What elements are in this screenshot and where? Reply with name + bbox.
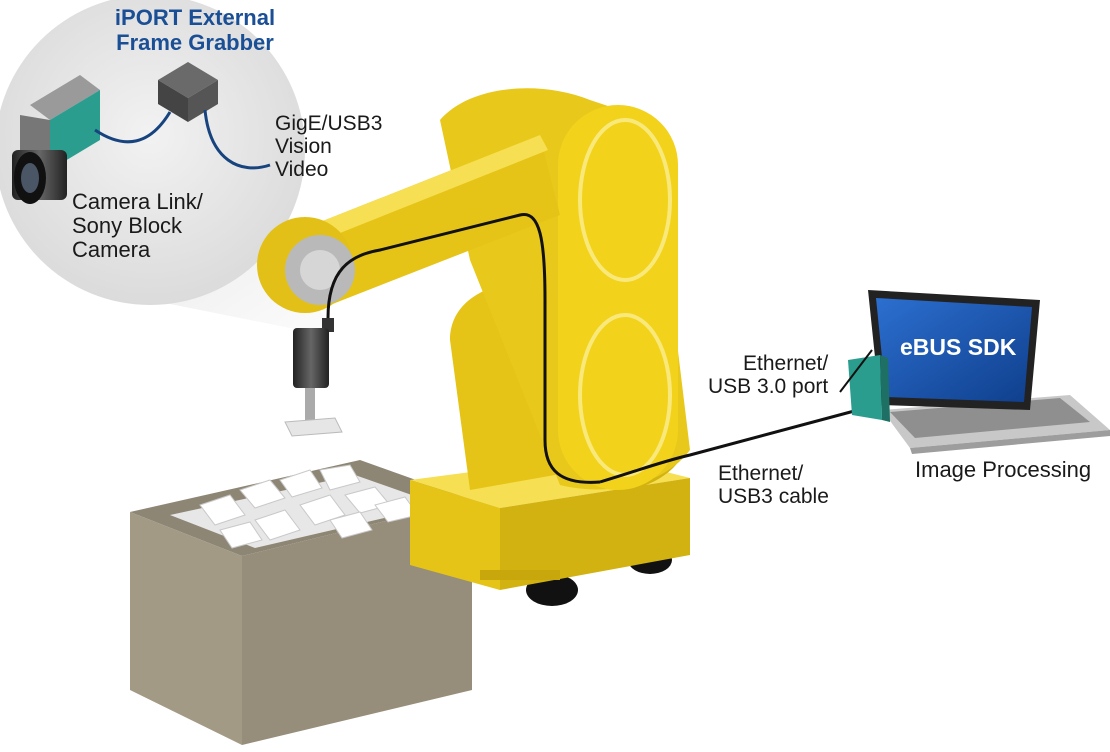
image-processing-label: Image Processing xyxy=(915,457,1092,482)
camera-link-camera-icon xyxy=(12,75,100,204)
callout-cables xyxy=(94,109,271,170)
gige-usb3-label: GigE/USB3 Vision Video xyxy=(275,112,383,182)
robot-forearm xyxy=(257,135,560,313)
ethernet-port-label: Ethernet/ USB 3.0 port xyxy=(708,352,829,399)
camera-link-label: Camera Link/ Sony Block Camera xyxy=(72,189,203,263)
ebus-sdk-screen-title: eBUS SDK xyxy=(900,334,1017,360)
ethernet-cable-label: Ethernet/ USB3 cable xyxy=(718,462,829,509)
robot-base xyxy=(410,455,690,606)
magnifier-callout xyxy=(0,0,305,305)
ethernet-port-adapter xyxy=(848,355,890,422)
port-pointer-line xyxy=(839,349,873,393)
robot-internal-cable xyxy=(326,213,601,484)
parts-bin xyxy=(130,460,472,745)
robot-camera xyxy=(284,318,343,437)
frame-grabber-box-icon xyxy=(158,62,218,122)
ethernet-cable xyxy=(599,408,859,484)
frame-grabber-title: iPORT External Frame Grabber xyxy=(114,5,276,55)
laptop xyxy=(868,290,1110,454)
